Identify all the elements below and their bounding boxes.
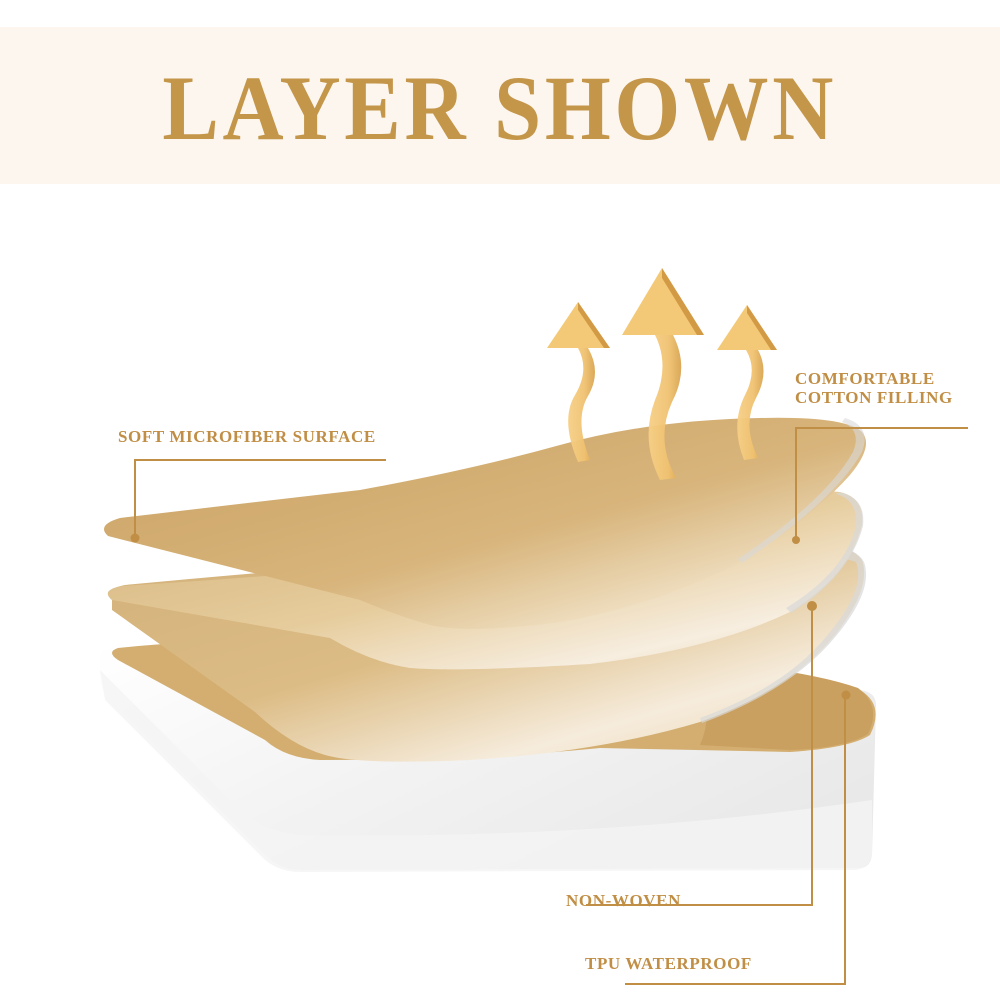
label-non-woven: NON-WOVEN	[566, 891, 681, 910]
label-cotton-line1: COMFORTABLE	[795, 369, 935, 388]
label-soft-microfiber-surface: SOFT MICROFIBER SURFACE	[118, 427, 376, 446]
label-comfortable-cotton-filling: COMFORTABLE COTTON FILLING	[795, 369, 953, 407]
header-banner: LAYER SHOWN	[0, 27, 1000, 184]
leader-lines	[134, 427, 968, 985]
layer-surface	[104, 417, 866, 629]
label-cotton-line2: COTTON FILLING	[795, 387, 953, 407]
leader-dots	[130, 533, 851, 700]
three-upward-arrows-icon	[547, 268, 777, 480]
page-title: LAYER SHOWN	[162, 56, 838, 159]
label-tpu-waterproof: TPU WATERPROOF	[585, 954, 752, 973]
